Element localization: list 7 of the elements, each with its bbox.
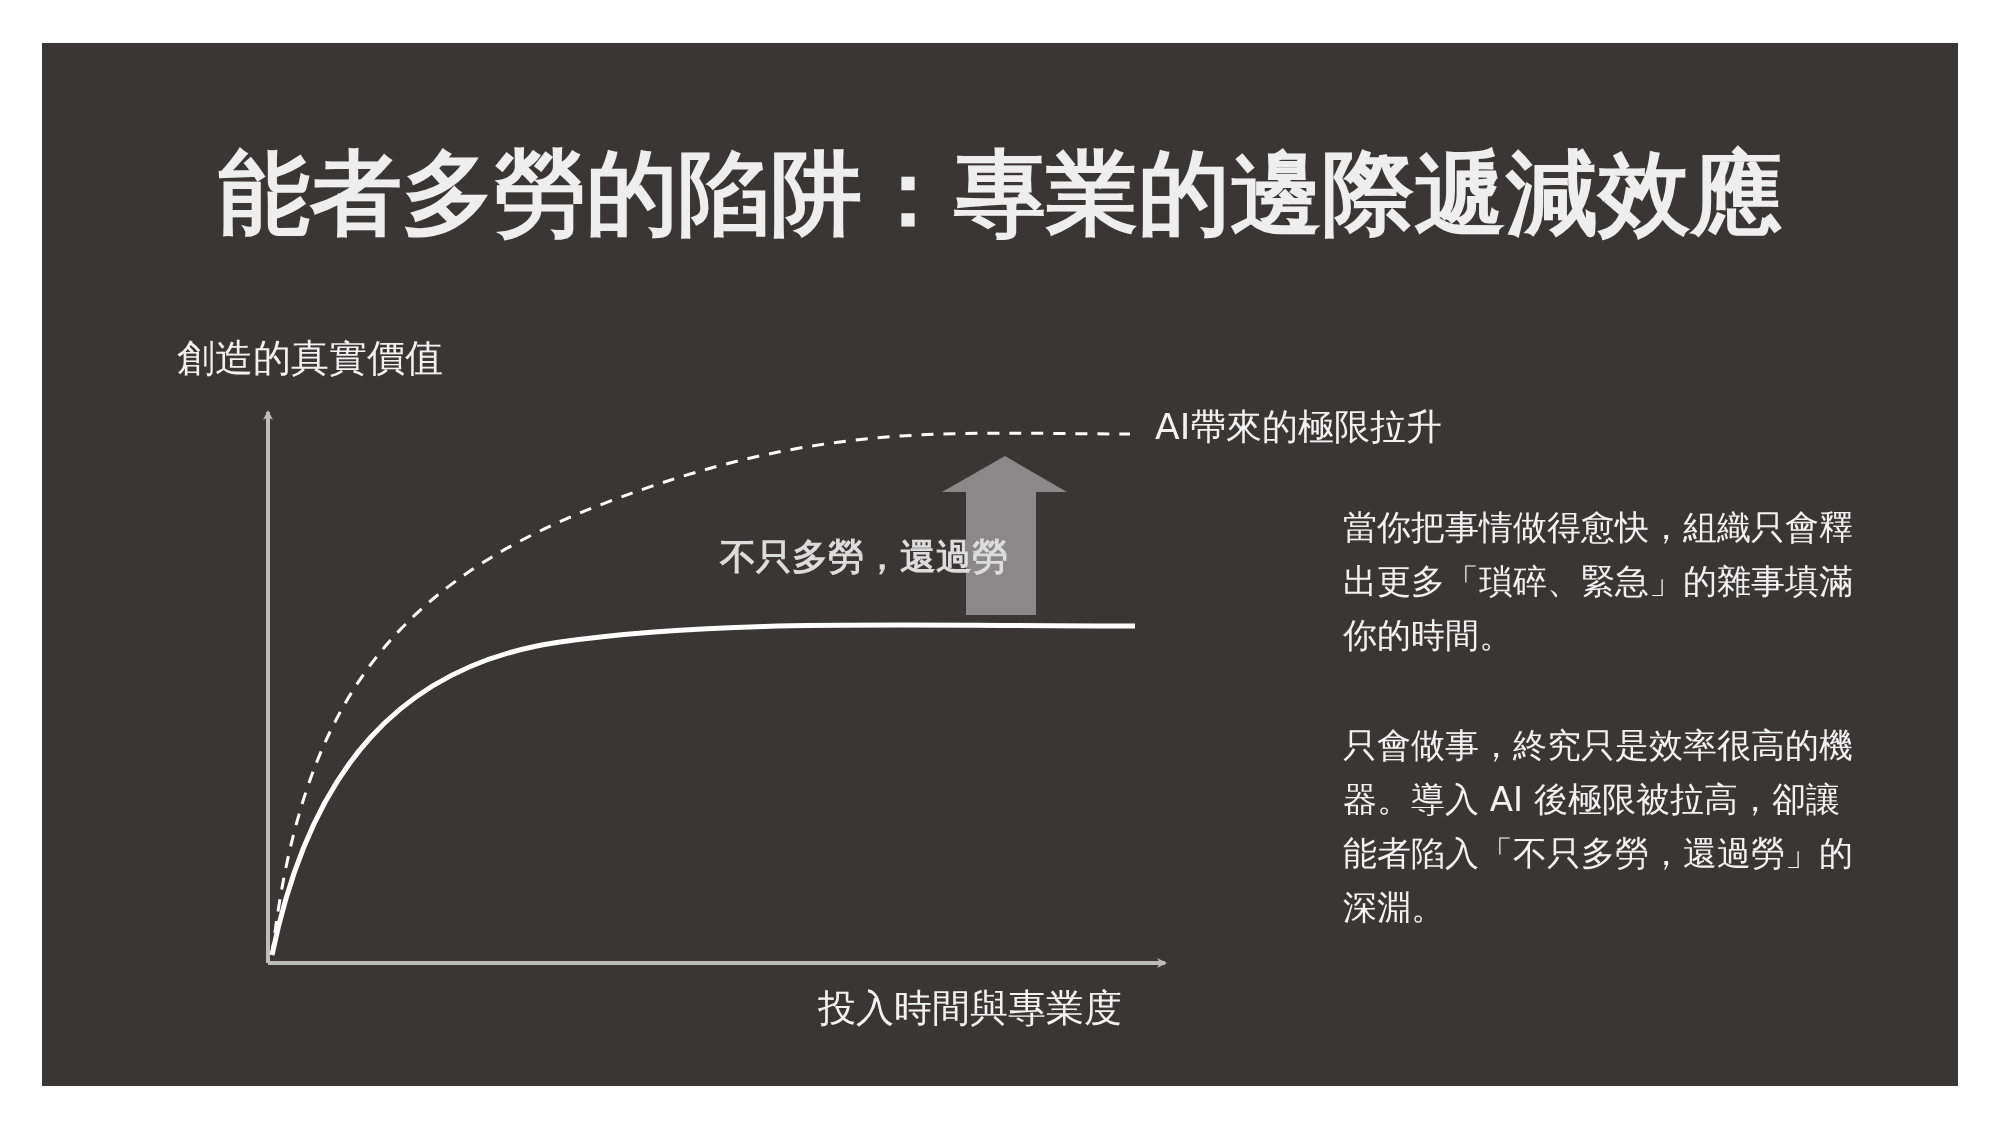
title: 能者多勞的陷阱：專業的邊際遞減效應 — [217, 139, 1783, 249]
paragraph: 當你把事情做得愈快，組織只會釋出更多「瑣碎、緊急」的雜事填滿你的時間。 — [1343, 506, 1854, 657]
paragraph: 只會做事，終究只是效率很高的機器。導入 AI 後極限被拉高，卻讓能者陷入「不只多勞，還過勞」的深淵。 — [1343, 724, 1854, 929]
arrow-label: 不只多勞，還過勞 — [720, 535, 1008, 579]
axis-title: 創造的真實價值 — [177, 335, 443, 382]
axis-title: 投入時間與專業度 — [818, 985, 1122, 1032]
curve-label: AI帶來的極限拉升 — [1155, 405, 1443, 449]
